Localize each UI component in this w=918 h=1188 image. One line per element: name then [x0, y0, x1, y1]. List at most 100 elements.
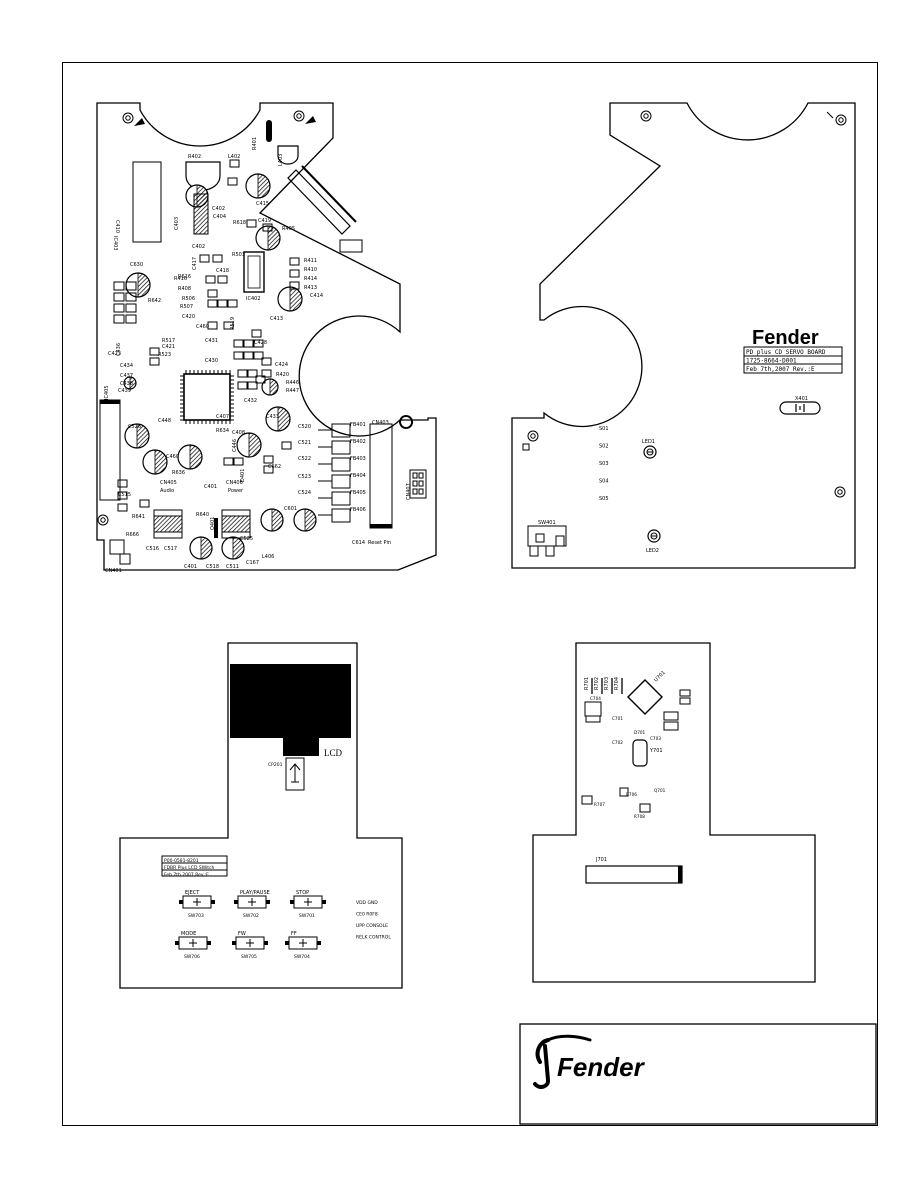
- note-2: UPP CONSOLE: [356, 923, 388, 929]
- smd-part: [207, 321, 218, 330]
- transistor-q401: [277, 145, 299, 165]
- smd-part: [679, 689, 691, 697]
- connector-audio-hatch: [153, 515, 183, 533]
- label-x401: X401: [795, 396, 808, 402]
- label-c402: C402: [192, 244, 205, 250]
- label-c702: C702: [612, 740, 623, 745]
- resistor: [113, 292, 125, 302]
- board-control-outline: [532, 642, 816, 983]
- label-q401: Q401: [210, 517, 216, 530]
- ic402: [243, 251, 265, 293]
- label-c418: C418: [216, 268, 229, 274]
- led-1: [643, 445, 657, 459]
- label-fb404: FB404: [350, 473, 366, 479]
- info-line-0: P00-0581-8201: [164, 858, 199, 864]
- switch-pad: [179, 900, 183, 904]
- capacitor-polarity: [189, 444, 203, 470]
- smd-part: [281, 441, 292, 450]
- smd-part: [253, 339, 264, 348]
- label-r447: R447: [286, 388, 299, 394]
- smd-part: [117, 491, 128, 500]
- switch-pad: [211, 900, 215, 904]
- label-r413: R413: [304, 285, 317, 291]
- pin: [418, 488, 424, 495]
- switch-ref-sw701: SW701: [299, 913, 315, 919]
- switch-mark: [304, 898, 312, 906]
- ferrite-bead: [331, 440, 351, 455]
- crystal-symbol: [795, 404, 805, 412]
- label-c167: C167: [246, 560, 259, 566]
- smd-part: [247, 381, 258, 390]
- smd-part: [253, 351, 264, 360]
- resistor: [113, 281, 125, 291]
- label-r666: R666: [126, 532, 139, 538]
- switch-pad: [207, 941, 211, 945]
- label-u701: U701: [653, 670, 667, 684]
- label-c424: C424: [275, 362, 288, 368]
- label-s01: S01: [599, 426, 609, 432]
- smd-part: [262, 223, 273, 232]
- mount-hole: [527, 430, 539, 442]
- label-c521: C521: [298, 440, 311, 446]
- label-r618: R618: [233, 220, 246, 226]
- resistor: [125, 281, 137, 291]
- label-c516: C516: [146, 546, 159, 552]
- smd-part: [263, 455, 274, 464]
- smd-part: [679, 697, 691, 705]
- label-c460: C460: [166, 454, 179, 460]
- label-c434: C434: [120, 363, 133, 369]
- label-c522: C522: [298, 456, 311, 462]
- crystal-body: [266, 120, 272, 142]
- label-r640: R640: [196, 512, 209, 518]
- pad: [529, 545, 539, 557]
- ferrite-bead: [331, 508, 351, 523]
- label-reset-pin: Reset Pin: [368, 540, 391, 546]
- capacitor-polarity: [137, 272, 151, 298]
- mount-hole-inner: [125, 115, 131, 121]
- switch-pad: [322, 900, 326, 904]
- button-label-eject: EJECT: [185, 890, 200, 896]
- label-r517: R517: [162, 338, 175, 344]
- capacitor-polarity: [304, 508, 317, 532]
- ferrite-bead: [331, 491, 351, 506]
- label-c421: C421: [162, 344, 175, 350]
- smd-part: [207, 289, 218, 298]
- label-r519: R519: [230, 317, 236, 330]
- label-c701: C701: [612, 716, 623, 721]
- smd-part: [289, 257, 300, 266]
- smd-part: [109, 539, 125, 555]
- label-r636: R636: [172, 470, 185, 476]
- label-c460: C460: [196, 324, 209, 330]
- mount-hole-inner: [838, 117, 844, 123]
- resistor: [125, 292, 137, 302]
- pad: [535, 533, 545, 543]
- smd-part: [237, 369, 248, 378]
- label-r634: R634: [216, 428, 229, 434]
- led-2: [647, 529, 661, 543]
- note-3: RELK CONTROL: [356, 935, 391, 941]
- smd-part: [227, 177, 238, 186]
- label-audio: Audio: [160, 488, 174, 494]
- switch-mark: [193, 898, 201, 906]
- label-r411: R411: [304, 258, 317, 264]
- switch-pad: [234, 900, 238, 904]
- label-c525: C525: [240, 536, 253, 542]
- connector-j701-pin1: [678, 866, 682, 883]
- label-c428: C428: [254, 340, 267, 346]
- label-sw401: SW401: [538, 520, 556, 526]
- switch-pad: [175, 941, 179, 945]
- smd-part: [522, 443, 530, 451]
- ribbon-edge: [301, 165, 357, 223]
- pin: [412, 472, 418, 479]
- label-r707: R707: [594, 802, 605, 807]
- label-c448: C448: [158, 418, 171, 424]
- smd-part: [584, 701, 602, 717]
- smd-part: [619, 787, 629, 797]
- label-c515: C515: [118, 492, 131, 498]
- switch-sw401: [527, 525, 567, 547]
- button-label-ff: FF: [291, 931, 297, 937]
- label-c407: C407: [216, 414, 229, 420]
- smd-part: [261, 369, 272, 378]
- smd-part: [263, 465, 274, 474]
- label-c401: C401: [184, 564, 197, 570]
